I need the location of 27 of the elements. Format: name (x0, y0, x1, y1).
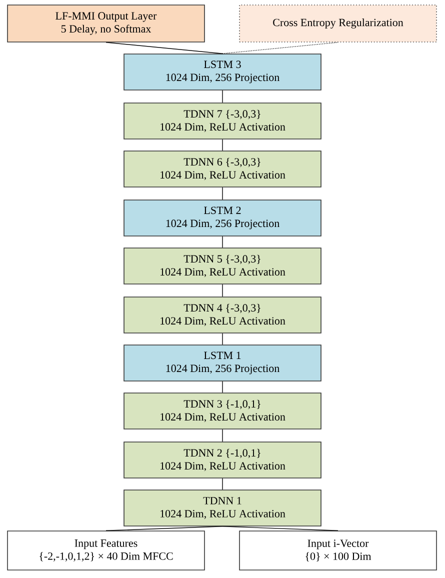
connector-line (106, 42, 223, 54)
layer-box: Cross Entropy Regularization (239, 4, 437, 42)
connector-line (222, 42, 338, 54)
connector-line (222, 284, 223, 297)
layer-box: LSTM 2 1024 Dim, 256 Projection (124, 200, 322, 236)
layer-box: LF-MMI Output Layer 5 Delay, no Softmax (7, 4, 205, 42)
connector-line (222, 90, 223, 103)
connector-line (222, 429, 223, 442)
connector-line (222, 187, 223, 200)
layer-box: TDNN 2 {-1,0,1} 1024 Dim, ReLU Activation (124, 442, 322, 478)
connector-line (222, 381, 223, 393)
connector-line (222, 478, 223, 490)
layer-box: TDNN 3 {-1,0,1} 1024 Dim, ReLU Activation (124, 392, 322, 430)
layer-box: LSTM 1 1024 Dim, 256 Projection (124, 344, 322, 382)
layer-box: TDNN 4 {-3,0,3} 1024 Dim, ReLU Activation (124, 296, 322, 334)
layer-box: TDNN 5 {-3,0,3} 1024 Dim, ReLU Activation (124, 248, 322, 284)
layer-box: TDNN 7 {-3,0,3} 1024 Dim, ReLU Activation (124, 102, 322, 140)
connector-line (222, 333, 223, 345)
layer-box: TDNN 1 1024 Dim, ReLU Activation (124, 490, 322, 526)
connector-line (106, 526, 223, 531)
layer-box: Input i-Vector {0} × 100 Dim (239, 530, 437, 570)
layer-box: Input Features {-2,-1,0,1,2} × 40 Dim MFCC (7, 530, 205, 570)
layer-box: TDNN 6 {-3,0,3} 1024 Dim, ReLU Activation (124, 150, 322, 188)
connector-line (222, 139, 223, 151)
connector-line (222, 236, 223, 248)
connector-line (222, 526, 338, 531)
layer-box: LSTM 3 1024 Dim, 256 Projection (124, 54, 322, 90)
